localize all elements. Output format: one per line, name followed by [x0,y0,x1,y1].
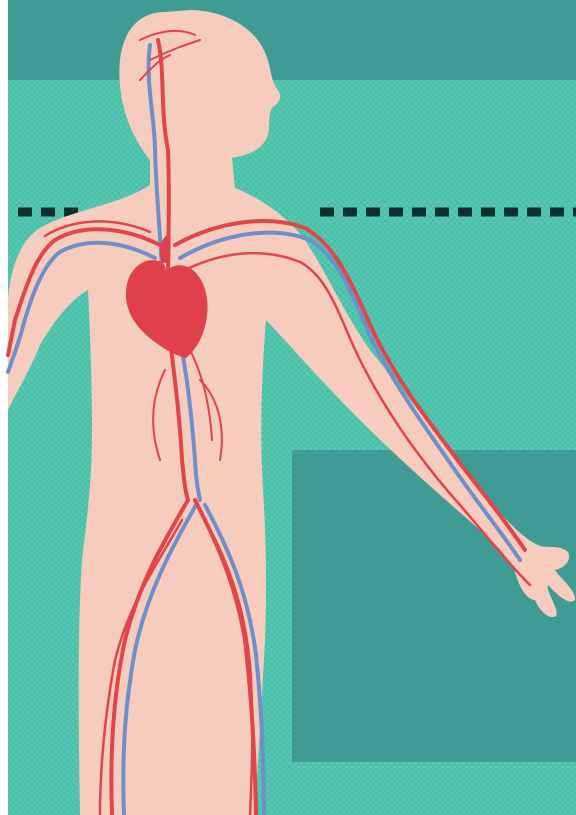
left-edge-strip [0,0,8,815]
dark-teal-panel [292,450,576,762]
top-dark-band [8,0,576,80]
